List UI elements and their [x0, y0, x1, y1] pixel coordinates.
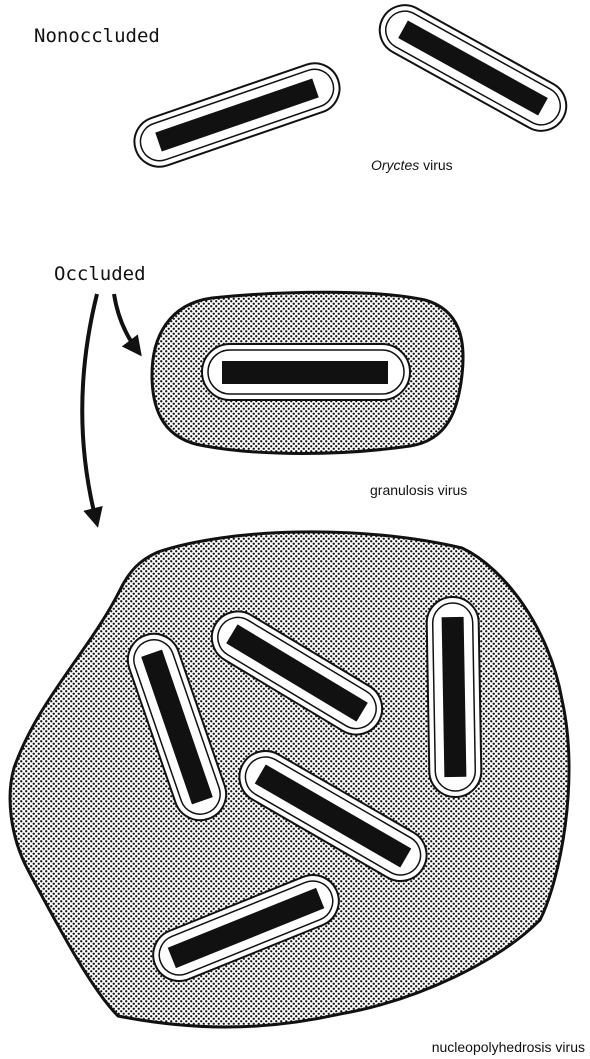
oryctes-virus-word: virus: [419, 157, 452, 173]
granulosis-occlusion-body: [152, 292, 463, 453]
nonoccluded-virion-right: [371, 0, 575, 140]
arrow-to-nucleopolyhedrosis: [82, 294, 97, 520]
granulosis-virus-caption: granulosis virus: [370, 482, 467, 498]
oryctes-genus-name: Oryctes: [371, 157, 419, 173]
nucleopolyhedrosis-occlusion-body: [10, 532, 569, 1027]
occluded-label: Occluded: [54, 263, 146, 285]
nucleopolyhedrosis-virus-caption: nucleopolyhedrosis virus: [432, 1039, 585, 1055]
oryctes-virus-caption: Oryctes virus: [371, 157, 453, 173]
nonoccluded-label: Nonoccluded: [34, 25, 160, 47]
npv-virion-3: [426, 597, 481, 798]
nonoccluded-virion-left: [128, 57, 347, 174]
arrow-to-granulosis: [114, 294, 137, 350]
granulosis-nucleocapsid: [222, 361, 388, 384]
